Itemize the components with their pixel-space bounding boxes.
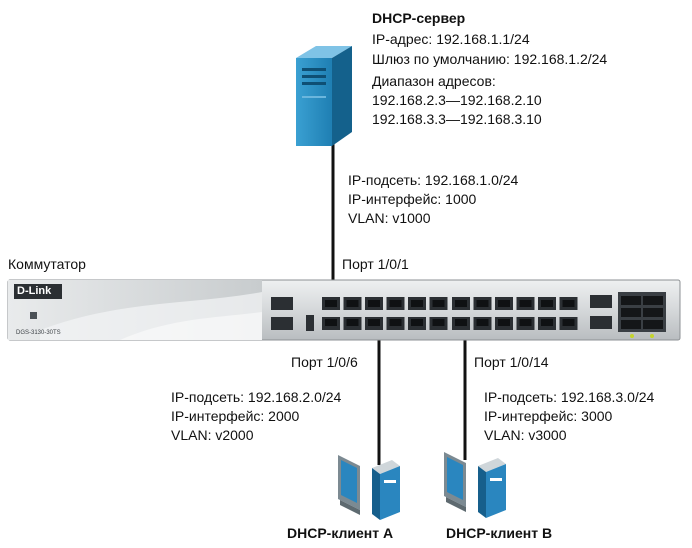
sfp-port-block [590,292,666,338]
rj45-port-socket [541,300,553,307]
rj45-port-socket [346,319,359,326]
rj45-port-socket [562,300,575,307]
rj45-port-socket [519,300,532,307]
rj45-port-socket [541,319,553,326]
rj45-port-socket [325,319,337,326]
switch-label: Коммутатор [8,256,86,272]
client-a-name: DHCP-клиент A [287,525,394,541]
client-b-info: IP-подсеть: 192.168.3.0/24 IP-интерфейс:… [484,389,654,444]
client-b-vlan: VLAN: v3000 [484,427,567,443]
rj45-port-socket [476,319,489,326]
switch-model: DGS-3130-30TS [16,330,61,336]
uplink-info: IP-подсеть: 192.168.1.0/24 IP-интерфейс:… [348,172,518,227]
client-a-subnet: IP-подсеть: 192.168.2.0/24 [171,389,342,405]
rj45-port-block [322,297,578,330]
server-ip: IP-адрес: 192.168.1.1/24 [372,31,530,47]
rj45-port-socket [325,300,337,307]
rj45-port-socket [498,300,510,307]
client-b-interface: IP-интерфейс: 3000 [484,408,613,424]
server-info: DHCP-сервер IP-адрес: 192.168.1.1/24 Шлю… [372,10,607,128]
rj45-port-socket [389,319,402,326]
rj45-port-socket [432,319,445,326]
rj45-port-socket [368,300,380,307]
rj45-port-socket [432,300,445,307]
uplink-vlan: VLAN: v1000 [348,210,431,226]
client-b-subnet: IP-подсеть: 192.168.3.0/24 [484,389,655,405]
server-range-1: 192.168.2.3—192.168.2.10 [372,92,542,108]
rj45-port-socket [389,300,402,307]
port-1-0-1-label: Порт 1/0/1 [342,256,409,272]
client-a-vlan: VLAN: v2000 [171,427,254,443]
dlink-logo: D-Link [17,285,52,297]
uplink-subnet: IP-подсеть: 192.168.1.0/24 [348,172,519,188]
port-1-0-6-label: Порт 1/0/6 [291,354,358,370]
client-a-info: IP-подсеть: 192.168.2.0/24 IP-интерфейс:… [171,389,341,444]
server-title: DHCP-сервер [372,10,466,26]
rj45-port-socket [411,319,423,326]
rj45-port-socket [476,300,489,307]
rj45-port-socket [411,300,423,307]
desktop-computer-icon [444,452,506,518]
desktop-computer-icon [338,455,400,520]
rj45-port-socket [368,319,380,326]
server-gateway: Шлюз по умолчанию: 192.168.1.2/24 [372,51,608,67]
rj45-port-socket [562,319,575,326]
rj45-port-socket [498,319,510,326]
rj45-port-socket [455,319,467,326]
server-tower-icon [296,46,352,146]
rj45-port-socket [455,300,467,307]
rj45-port-socket [519,319,532,326]
client-b-name: DHCP-клиент B [446,525,553,541]
mgmt-ports [271,297,314,331]
client-a-interface: IP-интерфейс: 2000 [171,408,300,424]
rj45-port-socket [346,300,359,307]
server-range-label: Диапазон адресов: [372,73,496,89]
port-1-0-14-label: Порт 1/0/14 [474,354,549,370]
server-range-2: 192.168.3.3—192.168.3.10 [372,111,542,127]
uplink-interface: IP-интерфейс: 1000 [348,191,477,207]
